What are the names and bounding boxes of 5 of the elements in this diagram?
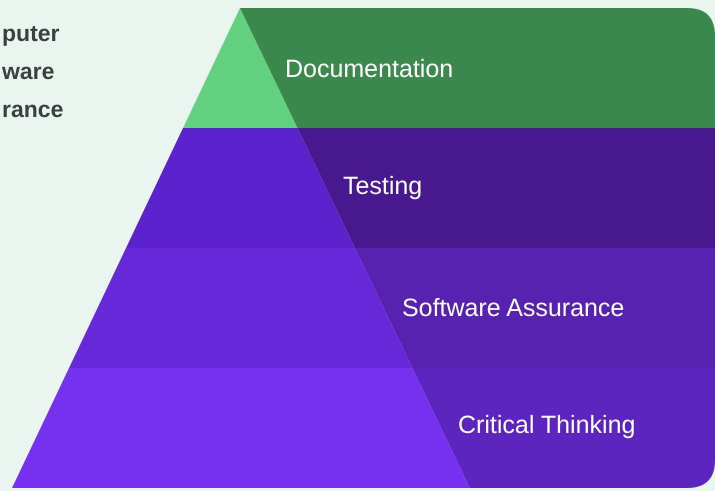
heading-text: puter ware rance	[2, 19, 64, 124]
tier-label: Testing	[343, 171, 422, 201]
tier-label: Documentation	[285, 54, 454, 84]
tier-label: Software Assurance	[402, 293, 624, 323]
tier-label: Critical Thinking	[458, 410, 636, 440]
